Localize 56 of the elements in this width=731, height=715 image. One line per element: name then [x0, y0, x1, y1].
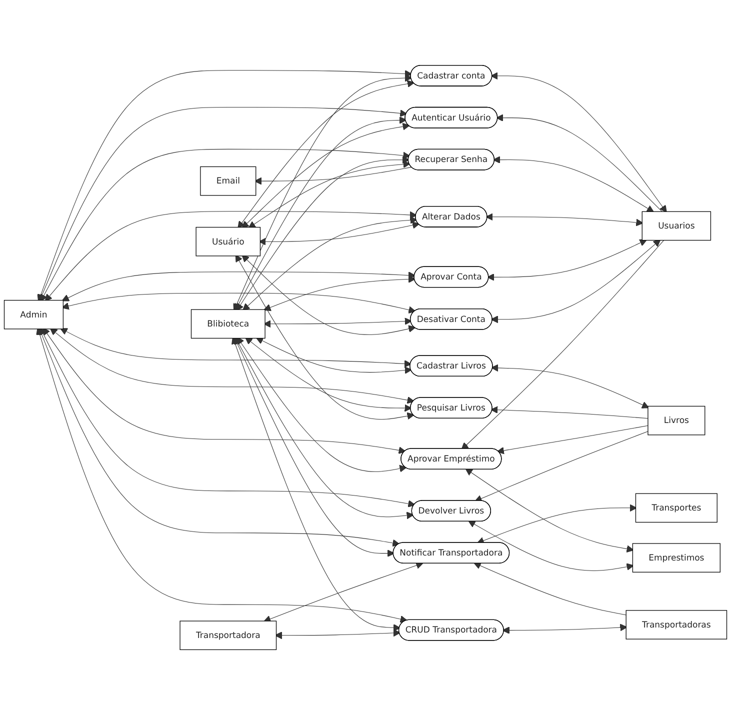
arrow [50, 328, 414, 404]
node-box: Transportadora [180, 620, 277, 650]
arrow [248, 160, 410, 228]
node-box: Transportadoras [626, 610, 728, 640]
node-box: Livros [648, 406, 706, 436]
arrow [242, 254, 416, 335]
node-box: Blibioteca [190, 309, 266, 339]
arrow [264, 562, 424, 623]
arrow [238, 80, 415, 229]
arrow [502, 624, 628, 634]
arrow [254, 166, 412, 185]
arrow [486, 213, 644, 226]
arrow [62, 272, 416, 302]
node-box: Usuarios [642, 211, 712, 241]
arrow [491, 364, 650, 408]
arrow [233, 74, 412, 312]
arrow [476, 504, 637, 544]
arrow [232, 336, 401, 632]
arrow [258, 222, 420, 246]
arrow [496, 114, 662, 212]
arrow [496, 425, 648, 454]
arrow [236, 156, 410, 311]
arrow [474, 431, 648, 502]
node-box: Admin [4, 300, 64, 330]
node-box: Usuário [196, 226, 261, 256]
arrow [461, 240, 664, 450]
arrow [236, 336, 407, 472]
arrow [38, 327, 400, 547]
arrow [468, 520, 634, 571]
arrow [245, 337, 412, 412]
node-box: Transportes [635, 493, 718, 523]
arrow [44, 211, 418, 302]
arrow [36, 327, 408, 623]
arrow [264, 275, 416, 312]
arrow [474, 562, 626, 616]
arrow [234, 116, 407, 312]
node-box: Email [200, 166, 256, 196]
arrow [60, 328, 412, 368]
arrow [492, 156, 654, 212]
arrow [256, 337, 412, 374]
arrow [234, 336, 414, 520]
arrow [242, 216, 418, 311]
arrow [487, 239, 648, 281]
arrow [40, 327, 416, 508]
arrow [274, 629, 401, 640]
arrow [37, 70, 412, 302]
arrow [465, 468, 634, 553]
node-box: Emprestimos [632, 543, 720, 572]
arrow [490, 239, 661, 324]
arrow [40, 148, 410, 302]
arrow [62, 292, 416, 314]
arrow [42, 328, 406, 454]
arrow [235, 254, 414, 420]
arrow [242, 122, 410, 228]
arrow [490, 72, 667, 213]
arrow [490, 406, 648, 419]
